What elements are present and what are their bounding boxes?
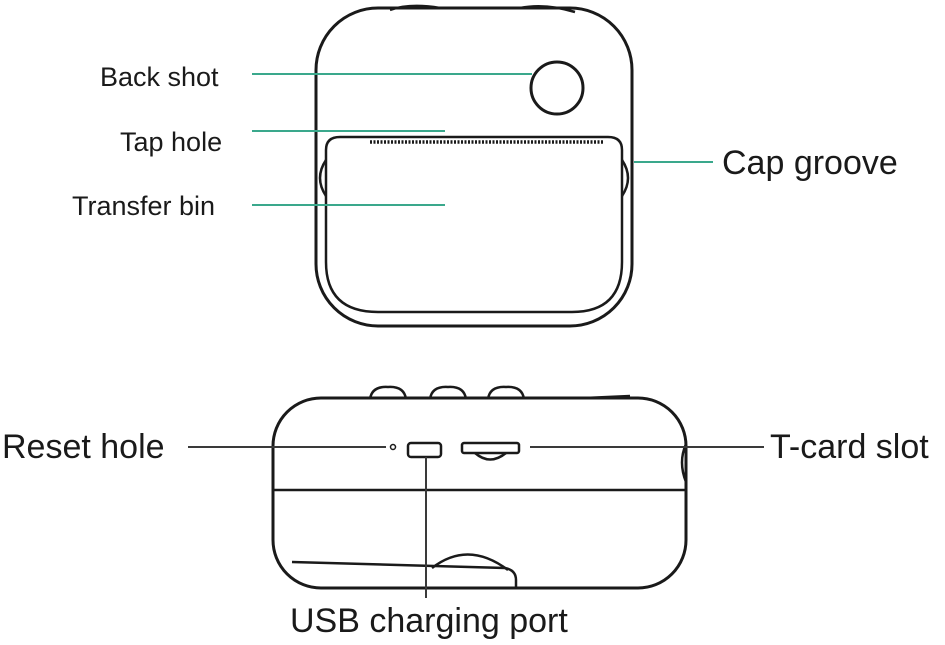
button-shutter — [486, 385, 526, 400]
top-edge-ridge — [584, 394, 631, 400]
top-leader-lines — [252, 73, 713, 206]
label-transfer-bin: Transfer bin — [72, 191, 216, 221]
label-reset-hole: Reset hole — [2, 428, 165, 466]
top-edge-bump-left — [389, 4, 441, 12]
top-view-device — [314, 4, 634, 328]
t-card-notch — [474, 452, 507, 461]
device-body-side — [271, 396, 688, 590]
transfer-bin-cover — [324, 135, 624, 314]
label-tap-hole: Tap hole — [120, 127, 223, 157]
bottom-lens-bump — [431, 553, 509, 572]
usb-port — [406, 441, 443, 459]
label-cap-groove: Cap groove — [722, 144, 898, 182]
device-body-top — [314, 6, 634, 328]
button-power — [368, 385, 408, 400]
back-shot-lens — [529, 60, 585, 116]
cap-groove-left — [318, 159, 328, 197]
side-view-device — [271, 385, 688, 590]
label-back-shot: Back shot — [100, 62, 219, 92]
cap-groove-right — [620, 159, 630, 197]
bottom-leader-lines — [188, 446, 764, 598]
reset-hole — [389, 443, 397, 451]
bottom-tab — [291, 560, 518, 588]
label-t-card-slot: T-card slot — [770, 428, 929, 466]
button-menu — [428, 385, 468, 400]
t-card-slot — [460, 441, 521, 455]
top-edge-bump-right — [519, 4, 576, 14]
label-usb-charging-port: USB charging port — [290, 602, 568, 640]
